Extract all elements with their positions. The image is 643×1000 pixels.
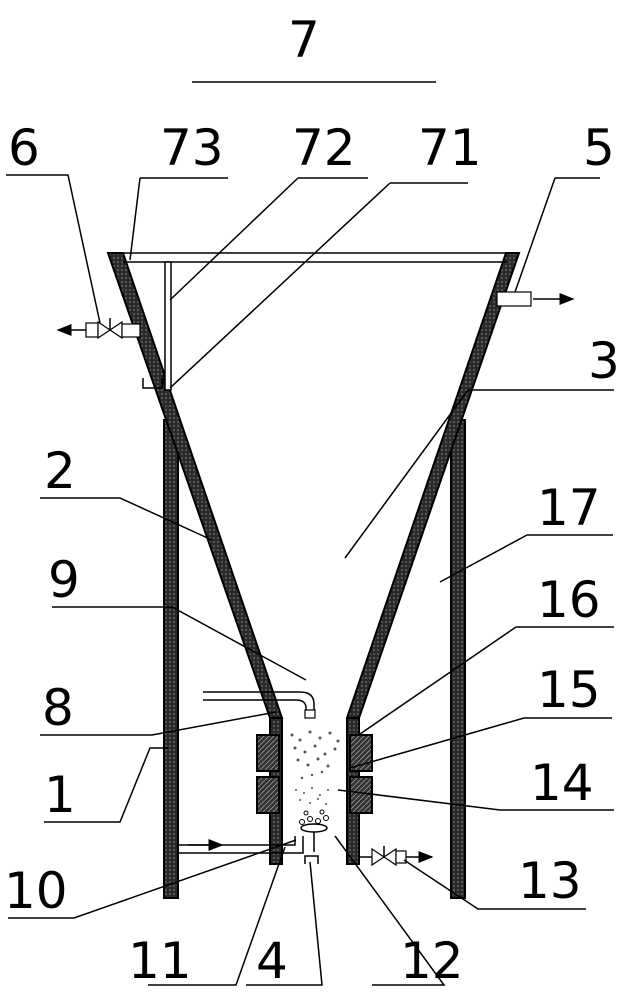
label-17: 17 xyxy=(537,479,601,537)
label-3: 3 xyxy=(588,332,620,390)
lower-heater-right xyxy=(349,776,373,814)
label-15: 15 xyxy=(537,661,601,719)
overflow-channel-71 xyxy=(142,378,163,389)
outlet-5-nozzle xyxy=(496,291,532,307)
label-72: 72 xyxy=(292,119,356,177)
bubbles xyxy=(299,809,329,825)
left-cone-wall xyxy=(106,252,284,719)
inlet-pipe-11-inner xyxy=(178,836,304,854)
label-13: 13 xyxy=(518,852,582,910)
gas-distributor xyxy=(300,823,328,833)
outlet-6-flange xyxy=(121,323,141,338)
feed-pipe-end xyxy=(304,709,316,719)
label-73: 73 xyxy=(160,119,224,177)
outlet-6-valve-b xyxy=(108,320,123,340)
label-8: 8 xyxy=(42,679,74,737)
label-10: 10 xyxy=(4,862,68,920)
label-9: 9 xyxy=(48,551,80,609)
overflow-weir-72 xyxy=(164,261,172,391)
leader-lines xyxy=(6,81,614,986)
label-14: 14 xyxy=(530,754,594,812)
label-11: 11 xyxy=(128,932,192,990)
feed-pipe-9 xyxy=(203,691,315,716)
label-4: 4 xyxy=(256,932,288,990)
right-support-leg xyxy=(450,419,466,899)
label-7: 7 xyxy=(288,11,320,69)
feed-pipe-9-inner xyxy=(203,699,307,716)
label-5: 5 xyxy=(583,119,615,177)
upper-heater-left xyxy=(256,734,280,772)
bottom-valve-box xyxy=(395,850,407,864)
outlet-6-valve-a xyxy=(97,320,112,340)
outlet-6-box xyxy=(85,322,99,338)
label-16: 16 xyxy=(537,571,601,629)
bottom-valve xyxy=(371,847,386,867)
label-12: 12 xyxy=(400,932,464,990)
label-1: 1 xyxy=(44,766,76,824)
right-cone-wall xyxy=(345,252,521,719)
lower-heater-left xyxy=(256,776,280,814)
upper-heater-right xyxy=(349,734,373,772)
bottom-valve-2 xyxy=(382,847,397,867)
label-2: 2 xyxy=(44,442,76,500)
left-support-leg xyxy=(163,419,179,899)
particle-cloud xyxy=(290,730,340,805)
bottom-outlet xyxy=(304,855,319,864)
label-6: 6 xyxy=(8,119,40,177)
label-71: 71 xyxy=(418,119,482,177)
